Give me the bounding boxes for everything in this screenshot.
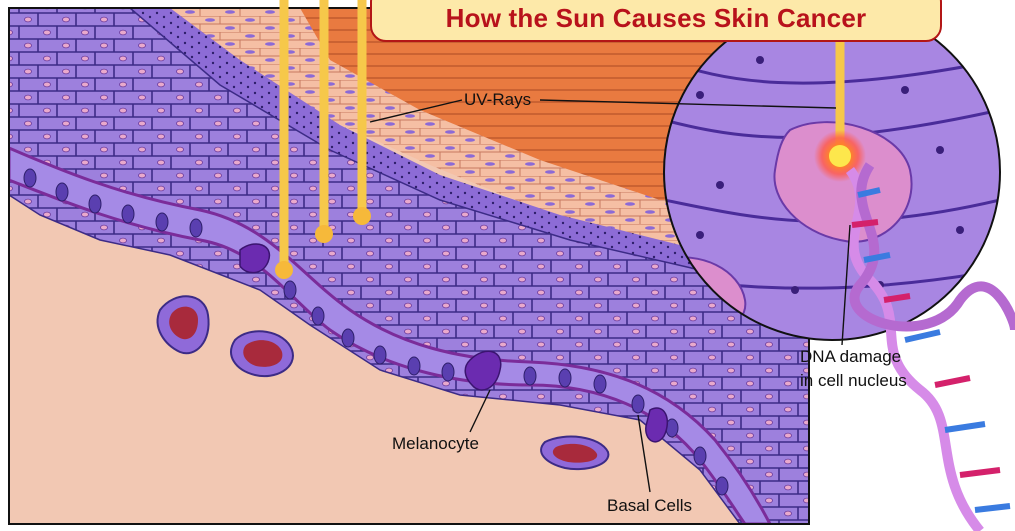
melanocyte-label: Melanocyte bbox=[392, 434, 479, 454]
magnified-cell-view bbox=[664, 0, 1000, 341]
page-title: How the Sun Causes Skin Cancer bbox=[446, 3, 867, 34]
title-banner: How the Sun Causes Skin Cancer bbox=[370, 0, 942, 42]
uv-rays-label: UV-Rays bbox=[464, 90, 531, 110]
dna-damage-label-line2: in cell nucleus bbox=[800, 371, 907, 391]
dna-damage-label-line1: DNA damage bbox=[800, 347, 901, 367]
basal-cells-label: Basal Cells bbox=[607, 496, 692, 516]
